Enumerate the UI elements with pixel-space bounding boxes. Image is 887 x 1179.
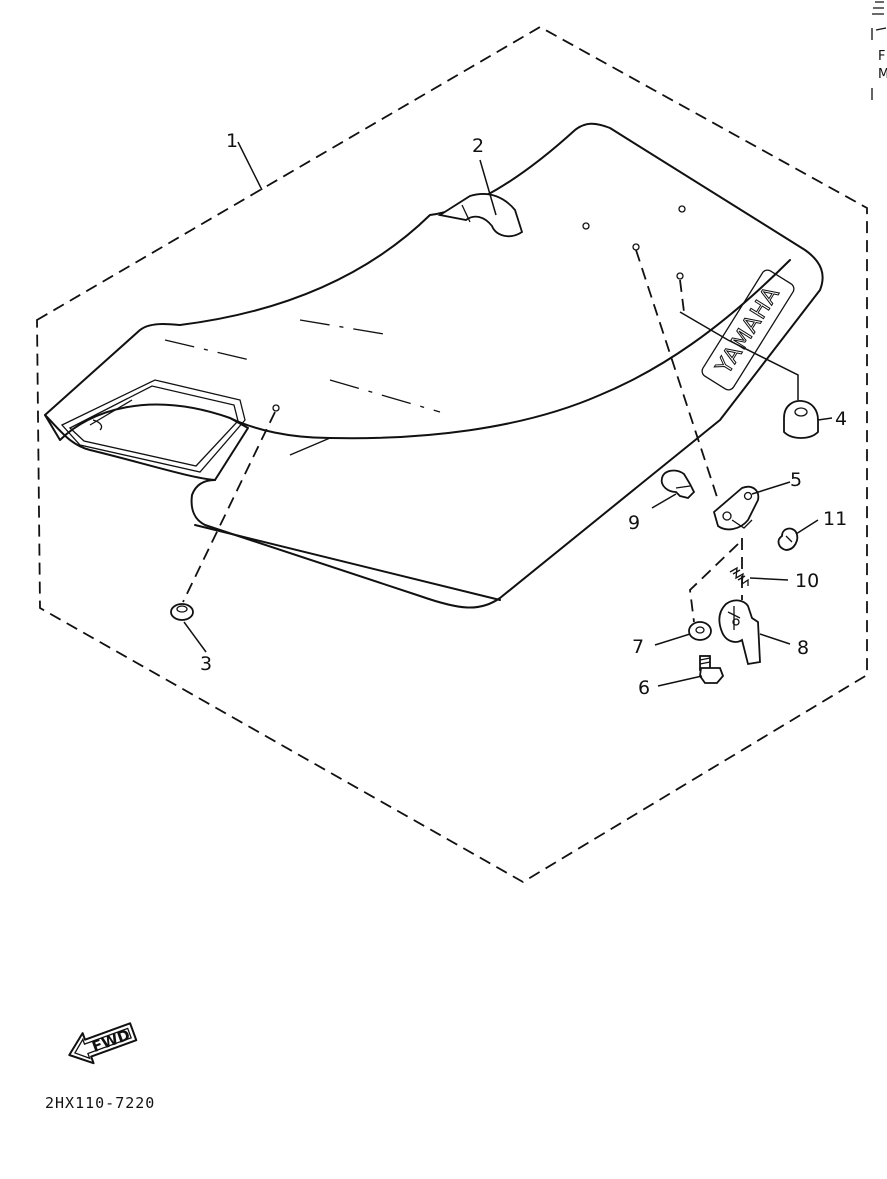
- callout-10: 10: [795, 570, 819, 592]
- leader-lines: [183, 141, 833, 687]
- corner-mark-f: F: [878, 49, 885, 64]
- part-3-cap: [170, 603, 194, 621]
- forward-arrow-icon: FWD: [68, 1022, 138, 1065]
- callout-4: 4: [835, 408, 847, 430]
- callout-2: 2: [472, 135, 484, 157]
- callout-3: 3: [200, 653, 212, 675]
- callout-1: 1: [226, 130, 238, 152]
- callout-8: 8: [797, 637, 809, 659]
- diagram-code: 2HX110-7220: [45, 1094, 155, 1112]
- callout-5: 5: [790, 469, 802, 491]
- callout-6: 6: [638, 677, 650, 699]
- seat-logo: YAMAHA: [701, 269, 795, 391]
- part-11-clip: [777, 527, 799, 551]
- assembly-lines: [182, 249, 743, 623]
- part-8-hook: [718, 599, 761, 666]
- seat-body: [44, 122, 824, 609]
- callout-11: 11: [823, 508, 847, 530]
- callout-9: 9: [628, 512, 640, 534]
- part-9-pin: [660, 469, 696, 499]
- assembly-boundary: [36, 25, 868, 884]
- part-5-bracket: [712, 485, 760, 531]
- forward-marker-text: FWD: [89, 1026, 132, 1056]
- callout-7: 7: [632, 636, 644, 658]
- corner-mark-m: M: [878, 67, 887, 82]
- part-4-damper: [783, 400, 819, 439]
- part-10-spring: [729, 566, 749, 586]
- callouts: 1 2 3 4 5 6 7 8 9 10 11: [200, 130, 847, 699]
- corner-marks: F M: [871, 1, 887, 100]
- part-6-bolt: [699, 655, 725, 684]
- part-2-strap: [437, 193, 524, 238]
- part-7-washer: [688, 621, 712, 641]
